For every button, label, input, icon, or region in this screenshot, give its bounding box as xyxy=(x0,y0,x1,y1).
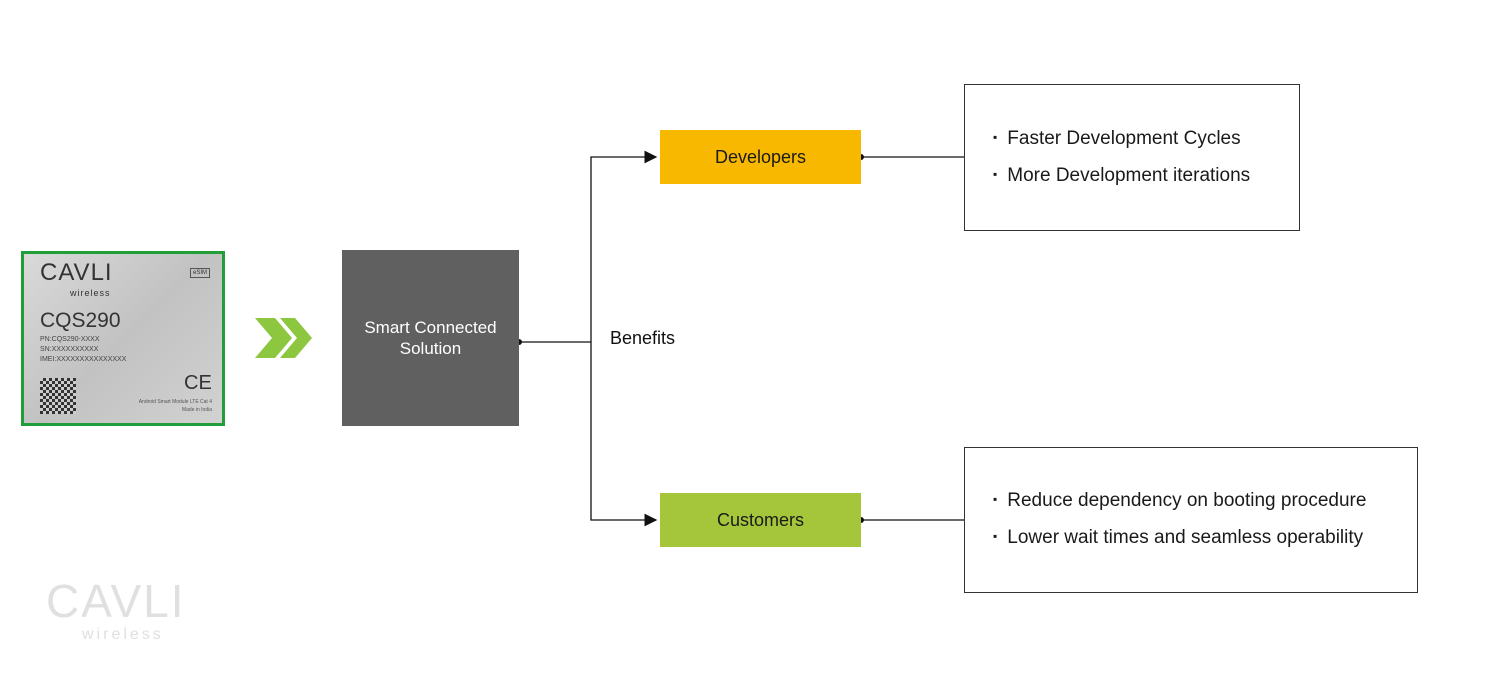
list-item: Lower wait times and seamless operabilit… xyxy=(993,520,1417,557)
watermark-sub: wireless xyxy=(82,626,164,643)
cavli-logo: CAVLI xyxy=(40,259,113,286)
customer-benefits-list: Reduce dependency on booting procedure L… xyxy=(993,483,1417,557)
developer-benefits-list: Faster Development Cycles More Developme… xyxy=(993,121,1299,195)
developers-label: Developers xyxy=(714,146,807,167)
esim-badge: eSIM xyxy=(190,268,211,278)
module-description: Android Smart Module LTE Cat 4 xyxy=(138,399,212,405)
imei: IMEI:XXXXXXXXXXXXXXX xyxy=(40,356,127,363)
developer-benefits-box: Faster Development Cycles More Developme… xyxy=(964,84,1300,231)
list-item: More Development iterations xyxy=(993,158,1299,195)
watermark-text: CAVLI xyxy=(46,575,186,627)
qr-code-icon xyxy=(40,378,76,414)
module-model: CQS290 xyxy=(40,309,121,332)
list-item: Faster Development Cycles xyxy=(993,121,1299,158)
developers-box: Developers xyxy=(660,130,861,184)
part-number: PN:CQS290-XXXX xyxy=(40,336,100,343)
list-item: Reduce dependency on booting procedure xyxy=(993,483,1417,520)
customers-box: Customers xyxy=(660,493,861,547)
chevron-icon xyxy=(255,318,292,358)
center-line2: Solution xyxy=(399,339,462,358)
customers-label: Customers xyxy=(716,509,805,530)
arrow-developers xyxy=(590,150,658,342)
ce-mark: CE xyxy=(184,372,212,394)
cavli-watermark-logo: CAVLI wireless xyxy=(46,578,216,648)
chevron-icon xyxy=(280,318,312,358)
cqs290-module-image: CAVLI wireless eSIM CQS290 PN:CQS290-XXX… xyxy=(21,251,225,426)
origin: Made in India xyxy=(181,407,212,413)
arrow-customers xyxy=(590,342,658,527)
customer-benefits-box: Reduce dependency on booting procedure L… xyxy=(964,447,1418,593)
serial-number: SN:XXXXXXXXXX xyxy=(40,346,99,353)
benefits-label: Benefits xyxy=(610,328,676,348)
logo-subtitle: wireless xyxy=(70,288,111,298)
center-line1: Smart Connected xyxy=(364,318,497,337)
